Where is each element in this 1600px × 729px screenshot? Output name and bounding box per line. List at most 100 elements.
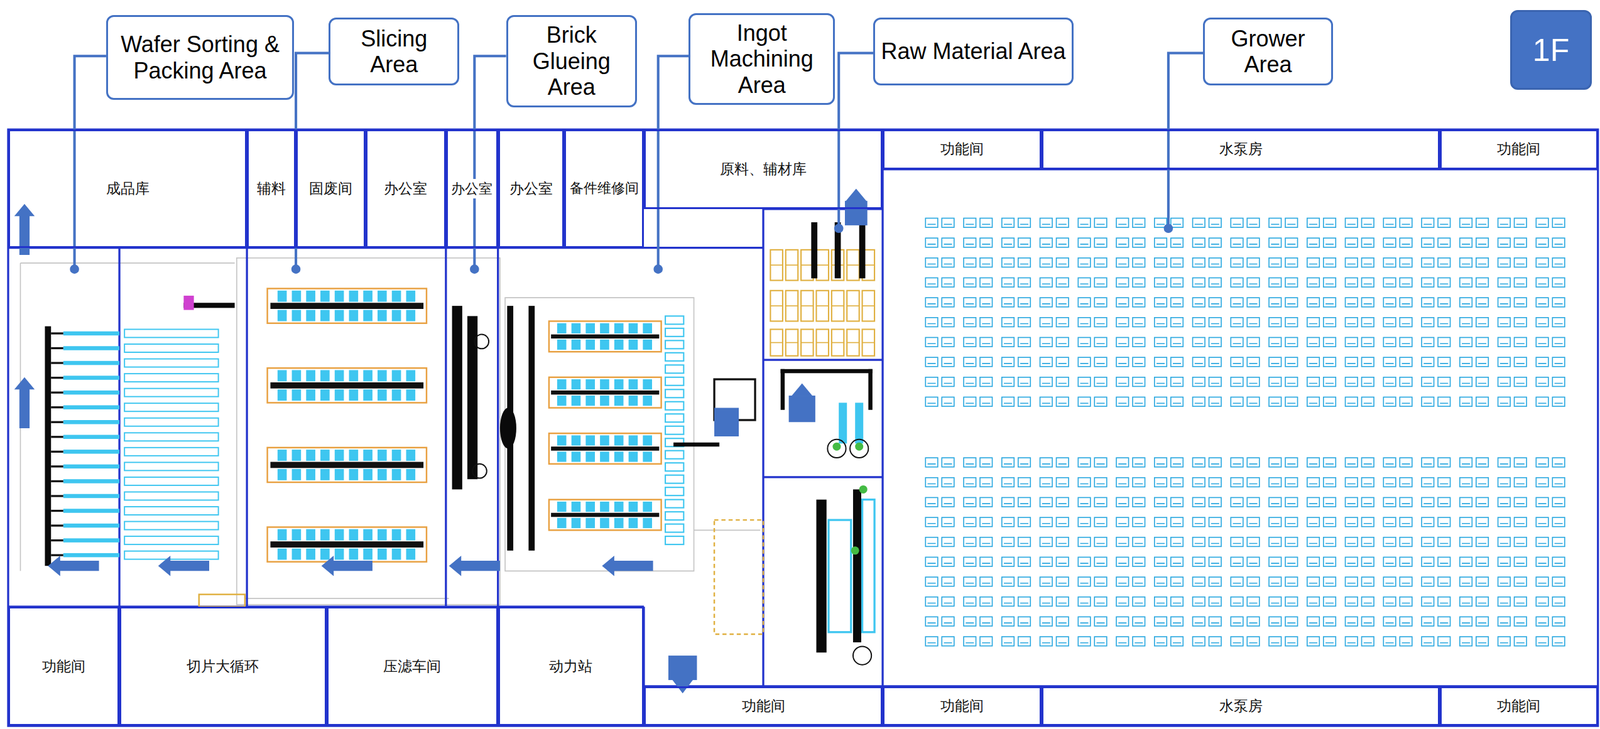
room-label: 固废间 [307, 179, 355, 199]
sorter-line [63, 538, 120, 543]
grower-unit [1268, 317, 1281, 328]
lift [838, 402, 847, 444]
grower-unit [1094, 616, 1107, 627]
sorter-line [63, 346, 120, 350]
grower-detail [965, 223, 991, 225]
grower-unit [1535, 457, 1548, 468]
grower-unit [1323, 457, 1336, 468]
buffer-slot [665, 353, 684, 362]
grower-unit [1154, 457, 1167, 468]
grower-unit [1459, 397, 1472, 407]
grower-detail [1538, 543, 1563, 545]
grower-unit [925, 557, 938, 567]
grower-detail [1347, 463, 1372, 465]
grower-unit [1192, 636, 1205, 647]
grower-unit [1399, 478, 1412, 488]
grower-detail [1003, 263, 1029, 266]
grower-unit [1040, 616, 1053, 627]
grower-unit [1459, 317, 1472, 328]
grower-unit [1154, 377, 1167, 387]
grower-detail [1080, 283, 1105, 285]
grower-unit [1476, 217, 1489, 228]
grower-detail [1461, 463, 1487, 465]
grower-detail [1423, 603, 1448, 605]
crane-leg [780, 369, 785, 411]
grower-unit [1399, 337, 1412, 347]
grower-detail [1347, 622, 1372, 624]
rack-shelf [831, 342, 844, 344]
reserved-zone [199, 594, 245, 607]
door-block [789, 395, 816, 423]
grower-unit [1307, 636, 1320, 647]
grower-detail [1118, 402, 1143, 404]
grower-unit [1116, 238, 1129, 248]
grower-detail [1003, 483, 1029, 485]
grower-unit [1476, 337, 1489, 347]
grower-unit [1345, 377, 1358, 387]
grower-unit [1552, 497, 1565, 507]
grower-detail [1538, 223, 1563, 225]
grower-unit [1154, 577, 1167, 587]
grower-unit [1459, 337, 1472, 347]
machining-unit [614, 395, 624, 406]
grower-unit [1209, 337, 1222, 347]
room-box: 功能间 [643, 686, 883, 727]
grower-unit [1230, 238, 1243, 248]
grower-detail [1270, 603, 1296, 605]
grower-detail [1194, 642, 1220, 644]
leader-dot [653, 264, 663, 274]
grower-detail [1042, 483, 1067, 485]
grower-detail [1270, 263, 1296, 266]
grower-unit [1459, 297, 1472, 308]
grower-unit [1170, 397, 1183, 407]
grower-unit [1040, 277, 1053, 288]
grower-unit [1421, 497, 1434, 507]
sorter-tick [50, 495, 63, 497]
grower-detail [1003, 622, 1029, 624]
grower-unit [1535, 337, 1548, 347]
sorter-line [63, 464, 120, 469]
grower-detail [927, 323, 953, 325]
grower-unit [1383, 478, 1396, 488]
rack-shelf [816, 305, 828, 307]
grower-unit [1552, 258, 1565, 268]
grower-detail [1538, 642, 1563, 644]
machining-unit [557, 339, 567, 350]
grower-detail [1309, 243, 1334, 245]
grower-detail [1385, 303, 1411, 305]
machining-unit [585, 395, 595, 406]
grower-detail [1423, 622, 1448, 624]
grower-unit [1498, 217, 1511, 228]
grower-unit [1535, 597, 1548, 607]
grower-unit [1323, 297, 1336, 308]
grower-detail [1538, 463, 1563, 465]
grower-unit [1552, 397, 1565, 407]
grower-detail [1500, 243, 1525, 245]
grower-unit [1094, 478, 1107, 488]
grower-unit [1094, 557, 1107, 567]
grower-detail [927, 383, 953, 385]
grower-detail [1270, 562, 1296, 565]
grower-unit [1094, 217, 1107, 228]
room-box: 功能间 [8, 606, 120, 727]
grower-unit [1170, 497, 1183, 507]
slicer [305, 370, 316, 382]
grower-detail [1118, 483, 1143, 485]
slicer [320, 310, 330, 322]
grower-unit [1094, 258, 1107, 268]
sorter-bay [124, 491, 218, 501]
grower-detail [1233, 363, 1258, 365]
grower-unit [1421, 478, 1434, 488]
buffer-slot [665, 377, 684, 386]
grower-unit [1209, 457, 1222, 468]
grower-detail [1156, 342, 1181, 345]
grower-unit [1170, 517, 1183, 528]
grower-unit [979, 517, 992, 528]
machining-unit [642, 435, 653, 446]
grower-unit [1001, 557, 1014, 567]
grower-unit [1077, 597, 1090, 607]
grower-unit [1268, 557, 1281, 567]
grower-unit [1116, 297, 1129, 308]
rack-column [810, 222, 818, 279]
